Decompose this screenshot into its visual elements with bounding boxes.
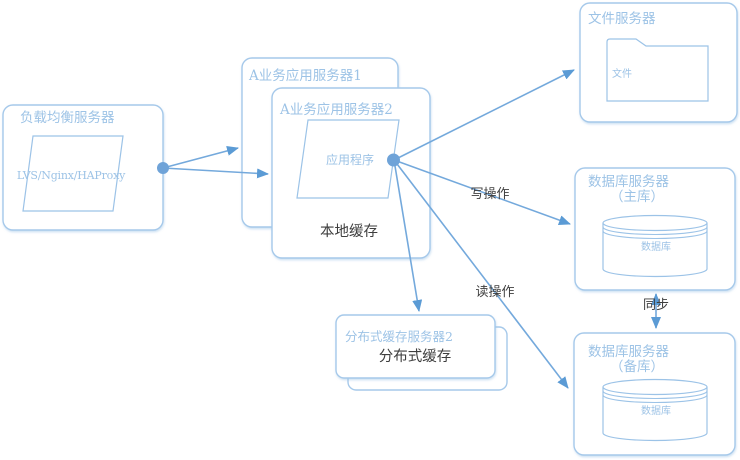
connector-app-to-dist-cache[interactable]: [393, 159, 423, 312]
db-master-title: 数据库服务器: [588, 174, 669, 190]
app-server-1-title: A业务应用服务器1: [248, 67, 362, 84]
node-load-balancer[interactable]: 负载均衡服务器 LVS/Nginx/HAProxy: [2, 104, 164, 231]
file-server-title: 文件服务器: [588, 11, 656, 27]
write-op-label: 写操作: [470, 186, 509, 202]
sync-label: 同步: [643, 298, 669, 313]
db-slave-title: 数据库服务器: [588, 344, 669, 360]
file-shape-label: 文件: [612, 67, 632, 80]
node-db-master[interactable]: 数据库服务器 （主库） 数据库: [574, 167, 736, 291]
database-cylinder-icon[interactable]: 数据库: [602, 378, 708, 442]
lb-junction-dot[interactable]: [157, 162, 169, 174]
db-master-shape-label: 数据库: [641, 240, 671, 253]
db-master-subtitle: （主库）: [610, 189, 664, 205]
node-file-server[interactable]: 文件服务器 文件: [579, 2, 738, 123]
node-dist-cache[interactable]: 分布式缓存服务器2 分布式缓存: [335, 314, 508, 391]
app-server-2-title: A业务应用服务器2: [279, 101, 393, 118]
connector-lb-to-app2[interactable]: [162, 167, 269, 179]
application-shape-label: 应用程序: [326, 152, 374, 167]
application-shape[interactable]: [296, 119, 400, 199]
load-balancer-title: 负载均衡服务器: [20, 110, 115, 126]
app-junction-dot[interactable]: [387, 153, 400, 167]
read-op-label: 读操作: [475, 284, 514, 300]
connector-app-to-file-server[interactable]: [393, 69, 575, 161]
node-db-slave[interactable]: 数据库服务器 （备库） 数据库: [573, 332, 736, 456]
local-cache-label: 本地缓存: [320, 223, 378, 240]
dist-cache-title: 分布式缓存服务器2: [345, 329, 453, 344]
load-balancer-shape-label: LVS/Nginx/HAProxy: [17, 169, 126, 182]
connector-lb-to-app1[interactable]: [162, 146, 239, 169]
database-cylinder-icon[interactable]: 数据库: [602, 214, 708, 278]
db-slave-shape-label: 数据库: [641, 404, 671, 417]
connector-app-to-db-master-write[interactable]: [393, 159, 571, 225]
folder-icon[interactable]: [606, 38, 709, 102]
db-slave-subtitle: （备库）: [610, 358, 664, 375]
connector-app-to-db-slave-read[interactable]: [393, 159, 569, 389]
dist-cache-label: 分布式缓存: [379, 348, 452, 365]
dist-cache-front-box[interactable]: [335, 314, 496, 379]
load-balancer-process-shape[interactable]: [22, 135, 124, 212]
